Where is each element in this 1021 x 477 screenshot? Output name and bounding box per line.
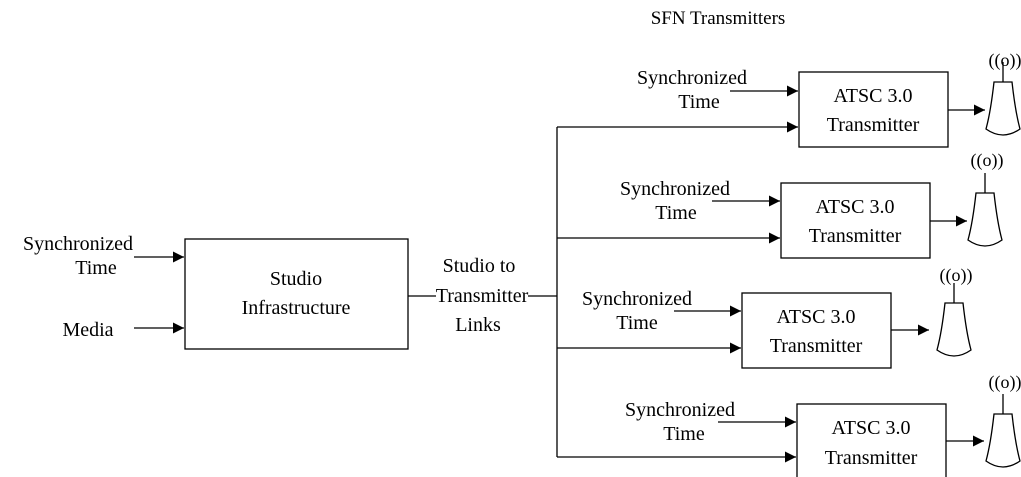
links-label-line3: Links [455,314,501,336]
tx4-sync-label-line1: Synchronized [625,399,735,421]
diagram-title: SFN Transmitters [651,8,786,29]
tx4-label-line2: Transmitter [825,447,918,469]
tx3-sync-label-line2: Time [616,312,658,334]
tx3-label-line2: Transmitter [770,335,863,357]
transmitter-group-1: Synchronized Time ATSC 3.0 Transmitter (… [557,50,1021,148]
studio-label-line1: Studio [270,268,322,290]
tx3-antenna-icon [936,302,972,357]
tx4-transmitter-box [796,403,947,477]
tx1-sync-label-line2: Time [678,91,720,113]
links-label-line2: Transmitter [436,285,529,307]
tx2-label-line2: Transmitter [809,225,902,247]
transmitter-group-3: Synchronized Time ATSC 3.0 Transmitter (… [557,265,973,369]
tx1-sync-label-line1: Synchronized [637,67,747,89]
tx4-signal-icon: ((o)) [989,372,1021,393]
tx4-sync-label-line2: Time [663,423,705,445]
tx1-antenna-icon [985,81,1021,136]
tx2-transmitter-box [780,182,931,259]
tx2-signal-icon: ((o)) [971,150,1004,171]
tx2-sync-label-line1: Synchronized [620,178,730,200]
tx1-label-line2: Transmitter [827,114,920,136]
tx4-antenna-icon [985,413,1021,468]
input-media-label: Media [62,319,113,341]
tx2-antenna-icon [967,192,1003,247]
tx3-transmitter-box [741,292,892,369]
tx3-label-line1: ATSC 3.0 [777,306,856,328]
tx4-label-line1: ATSC 3.0 [832,417,911,439]
input-sync-time-label-line1: Synchronized [23,233,133,255]
transmitter-group-2: Synchronized Time ATSC 3.0 Transmitter (… [557,150,1004,259]
tx1-transmitter-box [798,71,949,148]
tx1-label-line1: ATSC 3.0 [834,85,913,107]
links-label-line1: Studio to [443,255,516,277]
transmitter-group-4: Synchronized Time ATSC 3.0 Transmitter (… [557,372,1021,477]
studio-infrastructure-box [184,238,409,350]
studio-label-line2: Infrastructure [242,297,351,319]
tx2-sync-label-line2: Time [655,202,697,224]
tx2-label-line1: ATSC 3.0 [816,196,895,218]
input-sync-time-label-line2: Time [75,257,117,279]
tx1-signal-icon: ((o)) [989,50,1021,71]
tx3-sync-label-line1: Synchronized [582,288,692,310]
tx3-signal-icon: ((o)) [940,265,973,286]
